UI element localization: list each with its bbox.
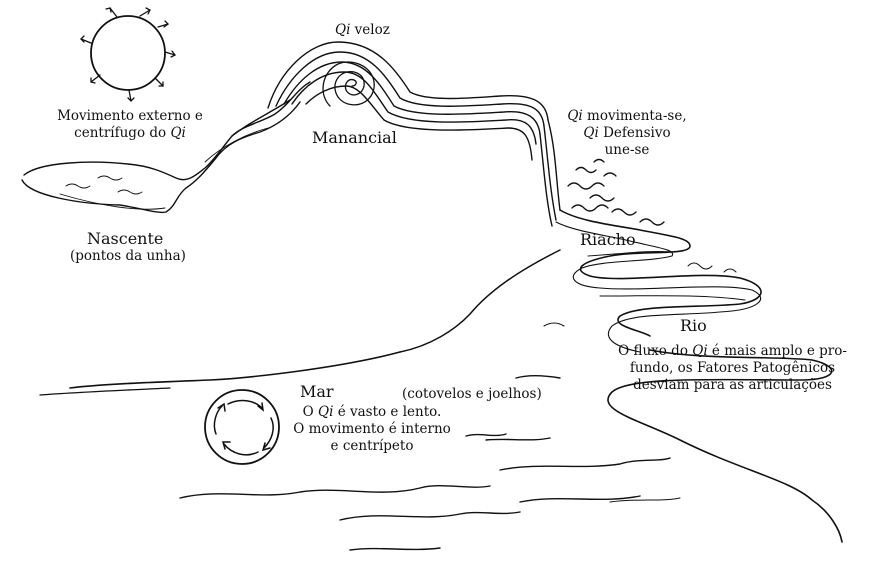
qi-veloz-label: Qi veloz [335, 22, 390, 39]
movimento-externo-line1: Movimento externo e [48, 108, 212, 125]
outward-arrows-circle-icon [81, 8, 175, 101]
qi-movimenta-label: Qi movimenta-se, Qi Defensivo une-se [562, 108, 692, 159]
movimento-externo-label: Movimento externo e centrífugo do Qi [48, 108, 212, 142]
mar-label: Mar [300, 382, 334, 401]
qi-term: Qi [692, 343, 707, 359]
riacho-waves [568, 160, 664, 226]
mar-desc-line1-rest: é vasto e lento. [333, 404, 441, 420]
nascente-pool [22, 82, 310, 212]
inward-arrows-circle-icon [205, 390, 279, 464]
mar-desc-line1-pre: O [303, 404, 318, 420]
rio-description: O fluxo do Qi é mais amplo e pro- fundo,… [605, 343, 860, 394]
rio-desc-line1-rest: é mais amplo e pro- [708, 343, 847, 359]
mar-desc-line2: O movimento é interno [272, 421, 472, 438]
movimento-externo-line2: centrífugo do [74, 125, 170, 141]
qi-term: Qi [567, 108, 582, 124]
rio-desc-line3: desviam para as articulações [605, 377, 860, 394]
riacho-label: Riacho [580, 230, 636, 249]
qi-term: Qi [583, 125, 598, 141]
rio-desc-line1-pre: O fluxo do [618, 343, 692, 359]
rio-desc-line2: fundo, os Fatores Patogênicos [605, 360, 860, 377]
rio-label: Rio [680, 316, 707, 335]
qi-term: Qi [318, 404, 333, 420]
manancial-label: Manancial [312, 128, 397, 147]
qi-movimenta-line2: Defensivo [599, 125, 671, 141]
mar-desc-line3: e centrípeto [272, 438, 472, 455]
nascente-label: Nascente [87, 229, 163, 248]
qi-movimenta-line1: movimenta-se, [583, 108, 687, 124]
qi-veloz-text: veloz [350, 22, 389, 38]
qi-term: Qi [335, 22, 350, 38]
mar-sublabel: (cotovelos e joelhos) [402, 386, 542, 403]
qi-movimenta-line3: une-se [562, 142, 692, 159]
mar-description: O Qi é vasto e lento. O movimento é inte… [272, 404, 472, 455]
qi-term: Qi [170, 125, 185, 141]
nascente-sublabel: (pontos da unha) [70, 248, 186, 265]
